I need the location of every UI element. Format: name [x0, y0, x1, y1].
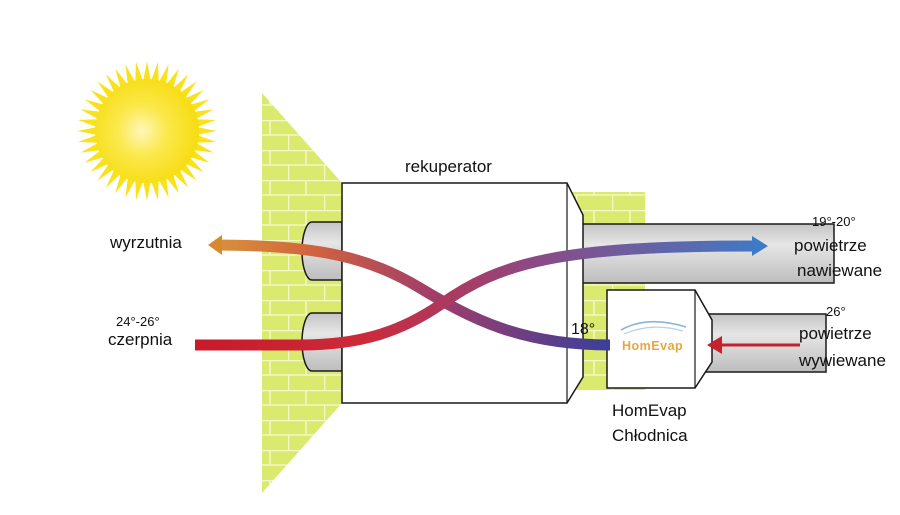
sun-icon	[77, 61, 217, 201]
homevap-logo-icon: HomEvap	[620, 320, 687, 353]
label-supply-line2: nawiewane	[797, 261, 882, 280]
label-extract-line1: powietrze	[799, 324, 872, 343]
logo-text: HomEvap	[622, 339, 683, 353]
supply-arrow-icon	[752, 236, 768, 256]
exhaust-air-stream	[208, 235, 611, 351]
homevap-cooler-box	[606, 289, 713, 389]
exhaust-arrow-icon	[208, 235, 222, 255]
extract-arrow-icon	[707, 336, 722, 354]
label-cooler-line1: HomEvap	[612, 401, 687, 420]
label-supply-line1: powietrze	[794, 236, 867, 255]
supply-air-stream	[195, 236, 768, 351]
label-rekuperator: rekuperator	[405, 157, 492, 176]
label-czerpnia: czerpnia	[108, 330, 173, 349]
label-cooler-line2: Chłodnica	[612, 426, 688, 445]
brick-wall	[262, 93, 342, 493]
label-wyrzutnia: wyrzutnia	[109, 233, 182, 252]
label-extract-temp: 26°	[826, 304, 846, 319]
extract-air-stream	[707, 336, 800, 354]
label-czerpnia-temp: 24°-26°	[116, 314, 160, 329]
label-extract-line2: wywiewane	[798, 351, 886, 370]
label-cooler-temp: 18°	[571, 321, 595, 338]
label-supply-temp: 19°-20°	[812, 214, 856, 229]
